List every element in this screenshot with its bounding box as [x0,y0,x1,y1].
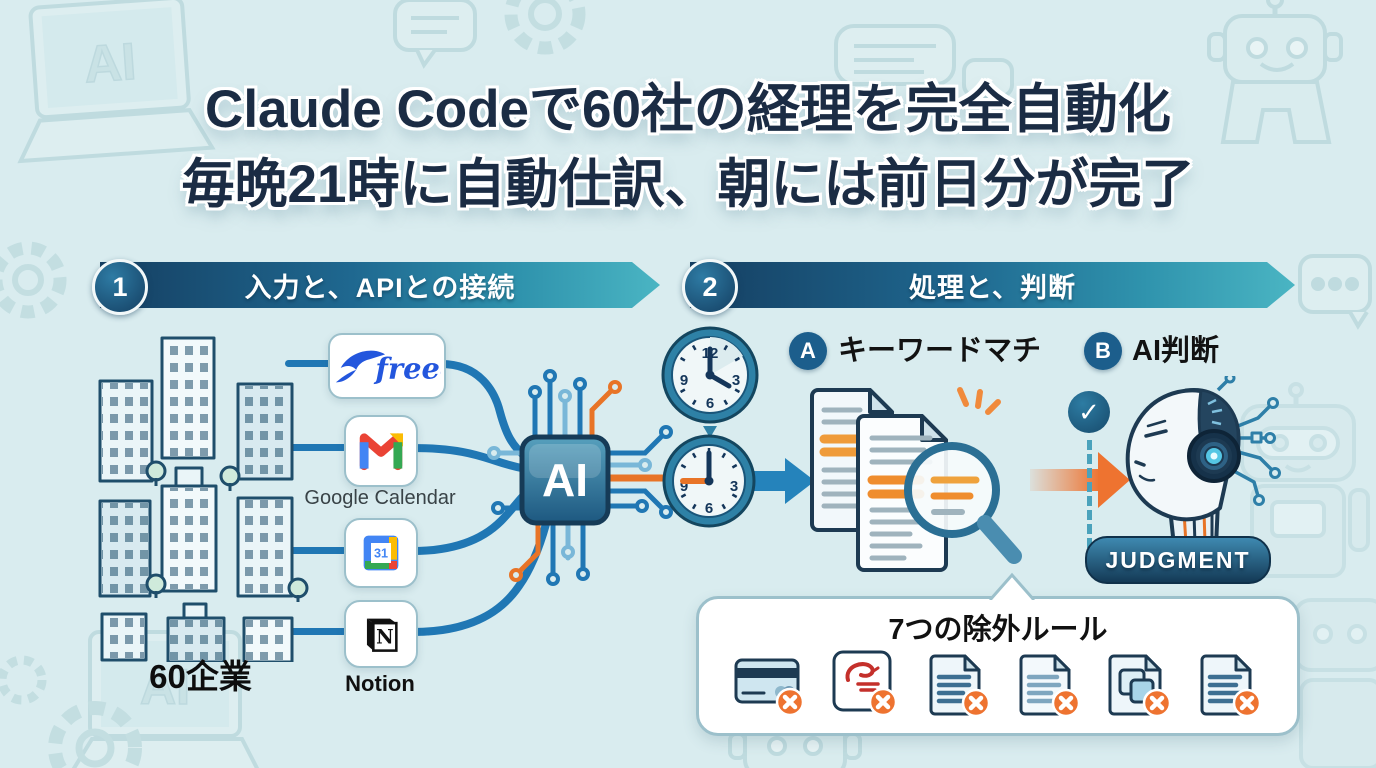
step2-banner: 処理と、判断 [690,262,1295,308]
clock-icon: 3 6 9 [662,434,756,528]
clock-number: 9 [680,478,688,495]
callout-pointer [988,572,1036,600]
chat-bubble-icon [393,0,1372,330]
judgment-label: JUDGMENT [1105,546,1251,573]
gmail-calendar-label: Google Calendar [304,487,456,509]
magnifier-icon [904,442,1022,564]
exclude-x-badge [961,688,990,718]
step2-number: 2 [702,271,718,302]
notion-app-card: N [344,600,418,668]
branch-a-badge: A [789,332,827,370]
document-icon [1019,654,1081,718]
connector-line [285,360,333,367]
branch-b-label: AI判断 [1132,335,1220,367]
connector-line [285,628,347,635]
robot-illustration [1240,382,1370,578]
gmail-icon [359,433,403,471]
exclude-x-badge [1052,688,1081,718]
connector-line [285,444,347,451]
connector-line [285,547,347,554]
step1-banner: 入力と、APIとの接続 [100,262,660,308]
checkmark-icon: ✓ [1078,396,1100,427]
buildings-illustration [98,336,309,662]
document-stack-icon [1108,654,1172,718]
google-calendar-app-card: 31 [344,518,418,588]
notion-initial: N [376,626,394,649]
step2-number-badge: 2 [682,259,738,315]
branch-b-badge: B [1084,332,1122,370]
step1-number: 1 [112,271,128,302]
clocks-illustration: 12 3 6 9 3 6 9 [661,326,759,528]
laptop-screen-text: AI [82,33,138,94]
branch-a-letter: A [800,338,816,363]
document-icon [1200,654,1262,718]
dashed-connector [1087,440,1092,562]
exclude-x-badge [1142,688,1172,718]
exclude-x-badge [1233,688,1262,718]
branch-a-label: キーワードマチ [838,335,1042,367]
robot-illustration [1207,0,1343,144]
flow-arrow-blue [753,458,815,504]
document-icon [929,654,990,718]
clock-number: 3 [730,478,738,495]
exclusion-rules-title: 7つの除外ルール [888,614,1108,646]
calendar-day-number: 31 [374,547,388,561]
branch-b-letter: B [1095,338,1111,363]
robot-illustration [1293,598,1376,768]
google-calendar-icon: 31 [363,535,399,571]
companies-count-label: 60企業 [149,658,252,695]
laptop-illustration: AI [17,0,216,164]
judgment-pill: JUDGMENT [1085,536,1271,584]
step1-number-badge: 1 [92,259,148,315]
clock-number: 3 [732,372,740,389]
pointer-triangle [703,426,717,438]
freee-logo-icon: freee [335,350,441,386]
sparkle-icon [957,387,1001,415]
exclusion-rules-callout: 7つの除外ルール [696,596,1300,736]
checkmark-badge: ✓ [1068,391,1110,433]
documents-magnifier-illustration [810,387,1022,572]
credit-card-icon [734,658,804,717]
android-head-illustration [1125,376,1281,548]
main-title: Claude Codeで60社の経理を完全自動化 毎晩21時に自動仕訳、朝には前… [0,72,1376,223]
gmail-app-card [344,415,418,487]
step2-banner-label: 処理と、判断 [909,272,1076,303]
exclude-x-badge [868,687,898,717]
notion-label: Notion [345,671,415,696]
flow-arrow-orange [1030,452,1130,508]
title-line-1: Claude Codeで60社の経理を完全自動化 [205,80,1171,139]
notion-icon: N [366,618,398,652]
clock-number: 6 [705,500,713,517]
brand-receipt-icon [832,650,898,717]
freee-app-card: freee [328,333,446,399]
gear-icon [0,0,586,768]
exclusion-rules-icons [699,650,1297,718]
clock-icon: 12 3 6 9 [661,326,759,424]
exclude-x-badge [775,687,804,717]
step1-banner-label: 入力と、APIとの接続 [244,272,516,303]
title-line-2: 毎晩21時に自動仕訳、朝には前日分が完了 [181,155,1195,215]
freee-wordmark: freee [373,352,441,386]
clock-number: 9 [680,372,688,389]
ai-chip-label: AI [542,454,588,506]
clock-number: 6 [706,395,714,412]
laptop-screen-text: AI [140,659,190,715]
